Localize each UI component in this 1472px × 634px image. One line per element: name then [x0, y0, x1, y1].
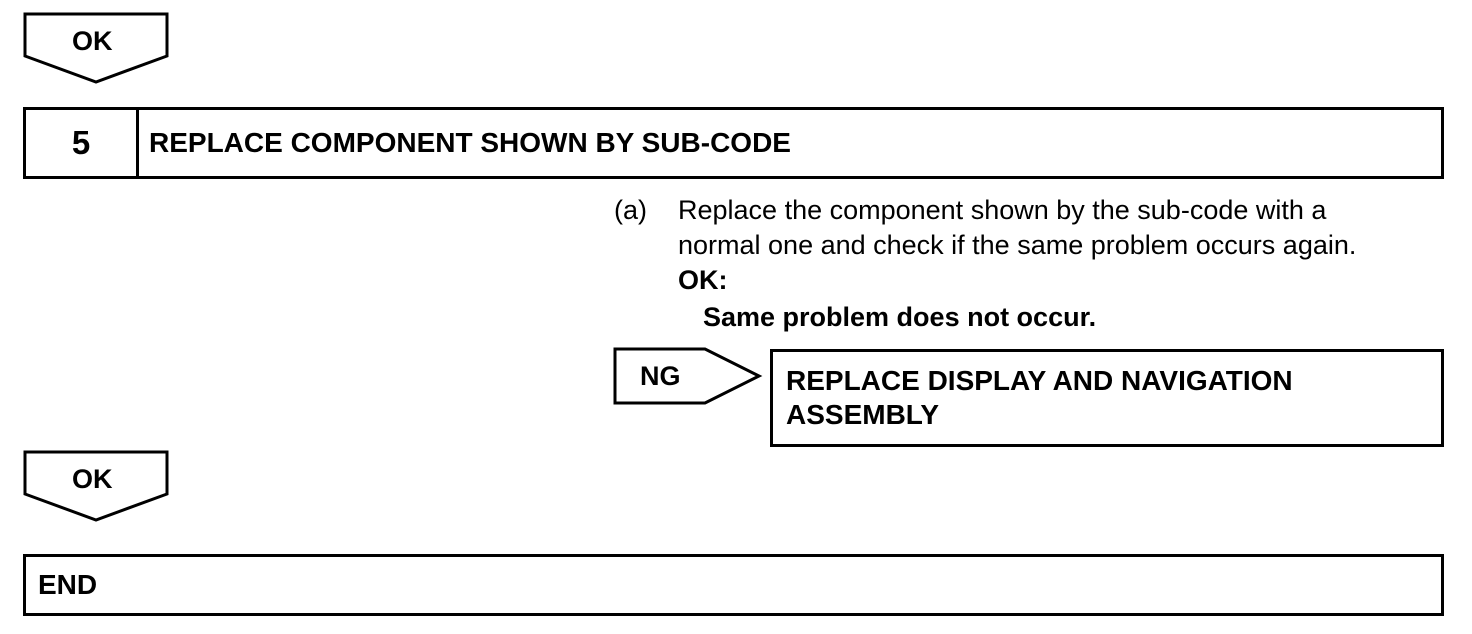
end-label: END — [38, 569, 98, 600]
step-header: 5 REPLACE COMPONENT SHOWN BY SUB-CODE — [23, 107, 1444, 179]
ok-criteria-detail: Same problem does not occur. — [703, 302, 1097, 332]
ng-result-box: REPLACE DISPLAY AND NAVIGATION ASSEMBLY — [770, 349, 1444, 447]
right-arrow-icon — [613, 347, 763, 405]
ok-arrow-bottom: OK — [23, 450, 169, 522]
down-arrow-icon — [23, 450, 169, 522]
instruction-marker: (a) — [614, 195, 647, 225]
instruction-line-2: normal one and check if the same problem… — [678, 230, 1357, 260]
ng-result-text: REPLACE DISPLAY AND NAVIGATION ASSEMBLY — [786, 364, 1293, 432]
ng-arrow-label: NG — [640, 361, 681, 391]
instruction-line-1: Replace the component shown by the sub-c… — [678, 195, 1327, 225]
ok-arrow-bottom-label: OK — [72, 464, 113, 494]
ok-arrow-top: OK — [23, 12, 169, 84]
ok-criteria-heading: OK: — [678, 265, 728, 295]
step-number: 5 — [26, 110, 139, 176]
step-title: REPLACE COMPONENT SHOWN BY SUB-CODE — [149, 127, 791, 158]
ng-arrow: NG — [613, 347, 763, 405]
end-box: END — [23, 554, 1444, 616]
down-arrow-icon — [23, 12, 169, 84]
ng-result-line-1: REPLACE DISPLAY AND NAVIGATION — [786, 365, 1293, 396]
ng-result-line-2: ASSEMBLY — [786, 399, 940, 430]
ok-arrow-top-label: OK — [72, 26, 113, 56]
